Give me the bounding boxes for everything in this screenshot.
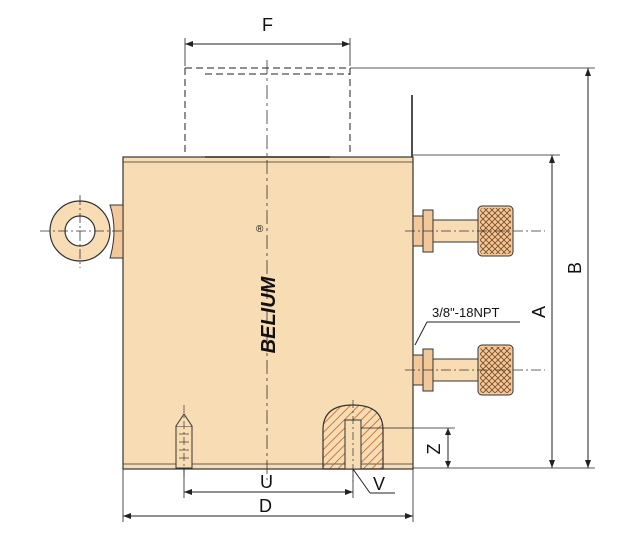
plunger-extended-outline [184,67,351,156]
swivel-eye [40,195,125,268]
brand-text: BELIUM [258,275,280,353]
dimension-a-label: A [529,306,549,318]
dimension-u: U [183,469,354,498]
dimension-d-label: D [259,496,272,516]
dimension-b: B [350,67,595,468]
dimension-b-label: B [565,262,585,274]
dimension-z-label: Z [424,444,444,455]
dimension-u-label: U [260,472,273,492]
dimension-v: V [352,468,395,494]
upper-coupler [405,205,545,257]
dimension-d: D [122,469,414,522]
registered-mark: ® [256,224,264,235]
lower-coupler [405,344,545,396]
port-callout-text: 3/8"-18NPT [432,305,500,320]
dimension-v-label: V [373,474,385,494]
dimension-f: F [184,15,351,66]
port-callout: 3/8"-18NPT [414,305,520,346]
dimension-z: Z [361,427,455,468]
mounting-hole-left [175,405,193,480]
dimension-a: A [413,154,595,469]
brand-logo: BELIUM ® [256,224,280,353]
dimension-f-label: F [262,15,273,35]
